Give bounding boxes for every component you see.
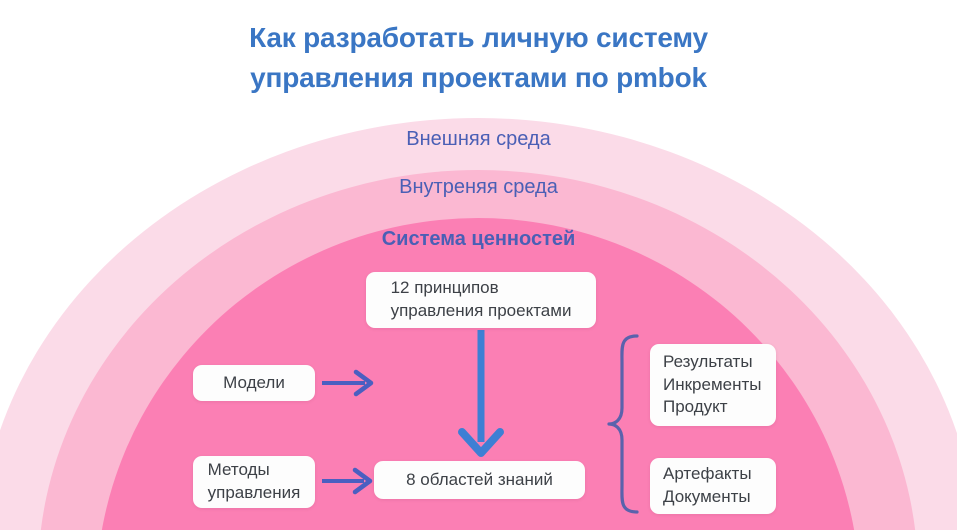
- box-artifacts-documents[interactable]: Артефакты Документы: [650, 458, 776, 514]
- box-models[interactable]: Модели: [193, 365, 315, 401]
- box-8-knowledge-areas[interactable]: 8 областей знаний: [374, 461, 585, 499]
- layer-label-external: Внешняя среда: [406, 128, 551, 150]
- layer-label-value-system: Система ценностей: [381, 228, 576, 250]
- page-title: Как разработать личную систему управлени…: [249, 22, 708, 93]
- layer-label-internal: Внутреняя среда: [399, 176, 558, 198]
- box-12-principles[interactable]: 12 принципов управления проектами: [366, 272, 596, 328]
- box-results-increments-product[interactable]: Результаты Инкременты Продукт: [650, 344, 776, 426]
- box-management-methods[interactable]: Методы управления: [193, 456, 315, 508]
